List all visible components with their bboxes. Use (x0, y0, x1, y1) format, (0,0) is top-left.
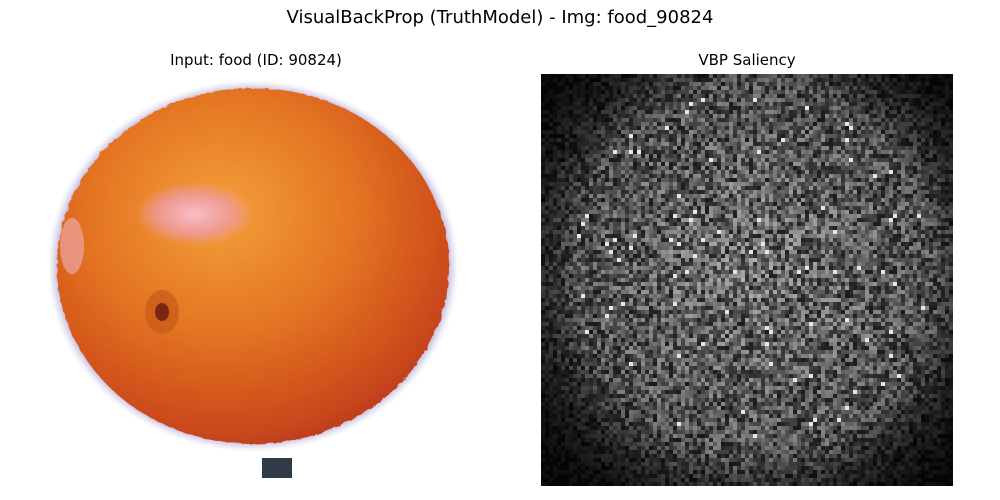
orange-image (50, 80, 459, 478)
input-panel-title: Input: food (ID: 90824) (170, 51, 342, 69)
stand-base (262, 458, 292, 478)
orange-left-reflection (60, 218, 84, 274)
figure-title: VisualBackProp (TruthModel) - Img: food_… (286, 7, 714, 28)
orange-body (57, 88, 449, 444)
saliency-panel-title: VBP Saliency (698, 51, 796, 69)
orange-navel (155, 303, 169, 321)
saliency-map (541, 74, 953, 486)
orange-highlight (135, 182, 255, 246)
input-image (50, 74, 462, 486)
saliency-heatmap (541, 74, 953, 486)
